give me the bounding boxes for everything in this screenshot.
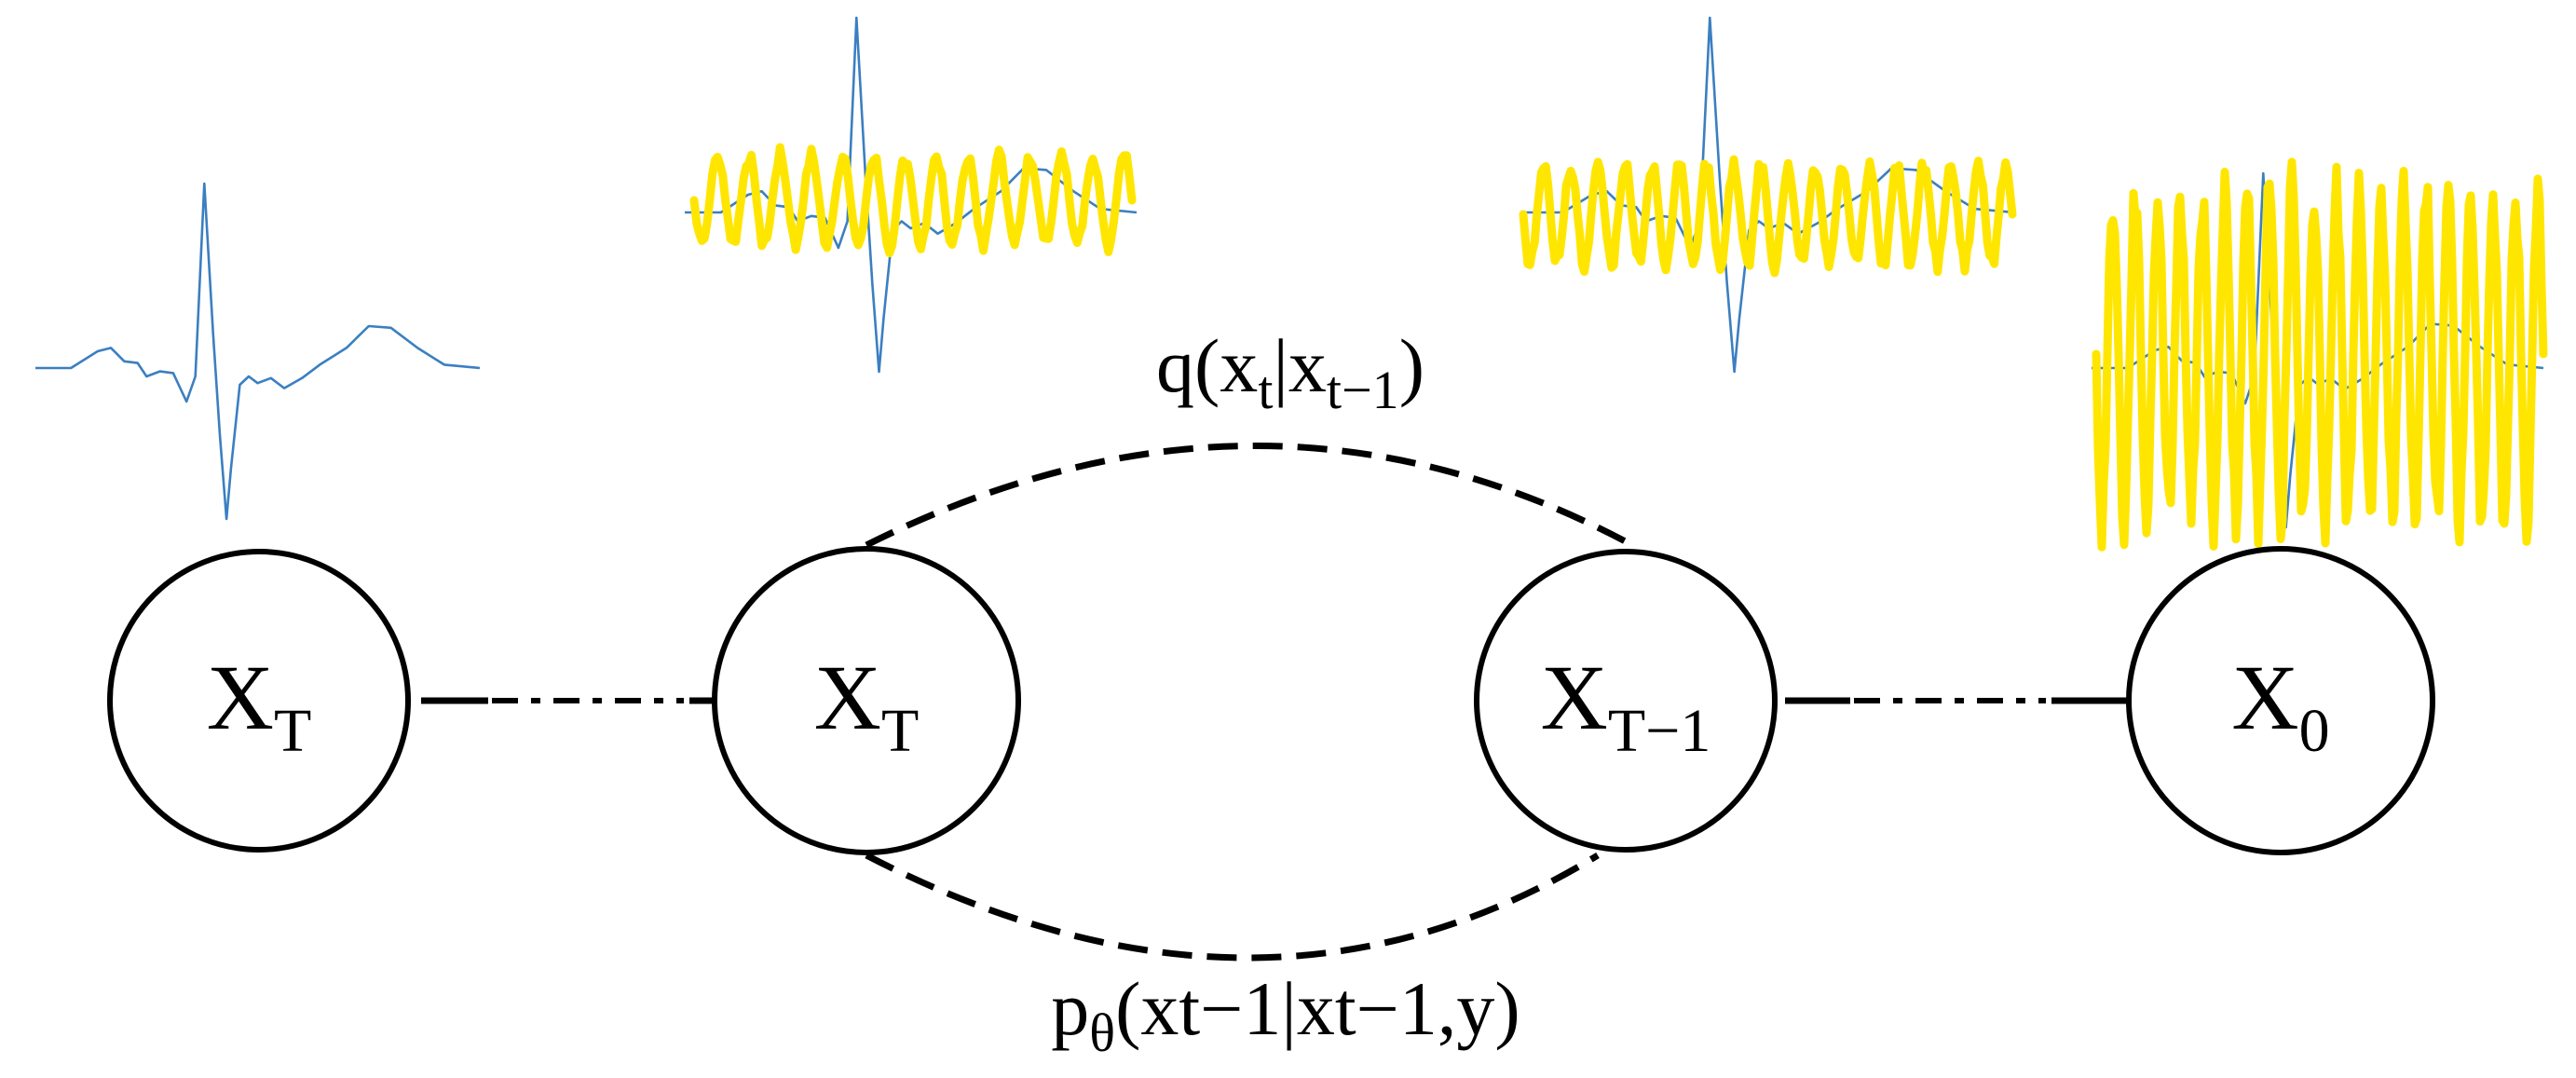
forward-formula-sub1: t: [1258, 360, 1273, 420]
noise-overlay-medium: [1519, 155, 2017, 278]
node-2-circle: [712, 546, 1021, 855]
reverse-formula-suffix: (xt−1|xt−1,y): [1115, 966, 1520, 1051]
node-4: X0: [2126, 546, 2435, 855]
node-2-label: XT: [814, 646, 920, 765]
node-1: XT: [107, 549, 411, 853]
reverse-formula-sub: θ: [1089, 1003, 1115, 1063]
node-3-label: XT−1: [1541, 646, 1711, 765]
forward-formula-sub2: t−1: [1327, 360, 1399, 420]
node-4-label: X0: [2231, 646, 2329, 765]
forward-formula-suffix: ): [1399, 323, 1424, 408]
signal-thumbnail-1: [35, 182, 481, 521]
node-1-circle: [107, 549, 411, 853]
node-3-circle: [1474, 549, 1778, 853]
signal-thumbnail-2: [685, 16, 1138, 374]
forward-process-arc: [865, 443, 1634, 549]
reverse-process-formula: pθ(xt−1|xt−1,y): [1051, 966, 1520, 1063]
signal-thumbnail-3: [1519, 16, 2017, 374]
reverse-process-arc: [865, 852, 1600, 962]
noise-overlay-light: [689, 143, 1137, 258]
signal-thumbnail-4: [2092, 157, 2548, 552]
noise-overlay-heavy: [2092, 157, 2548, 552]
reverse-formula-prefix: p: [1051, 966, 1089, 1051]
node-1-label: XT: [207, 646, 312, 765]
node-4-circle: [2126, 546, 2435, 855]
node-3: XT−1: [1474, 549, 1778, 853]
forward-formula-prefix: q(x: [1156, 323, 1258, 408]
node-2: XT: [712, 546, 1021, 855]
ecg-signal-clean: [35, 182, 481, 521]
forward-process-formula: q(xt|xt−1): [1156, 323, 1424, 420]
forward-formula-middle: |x: [1273, 323, 1326, 408]
